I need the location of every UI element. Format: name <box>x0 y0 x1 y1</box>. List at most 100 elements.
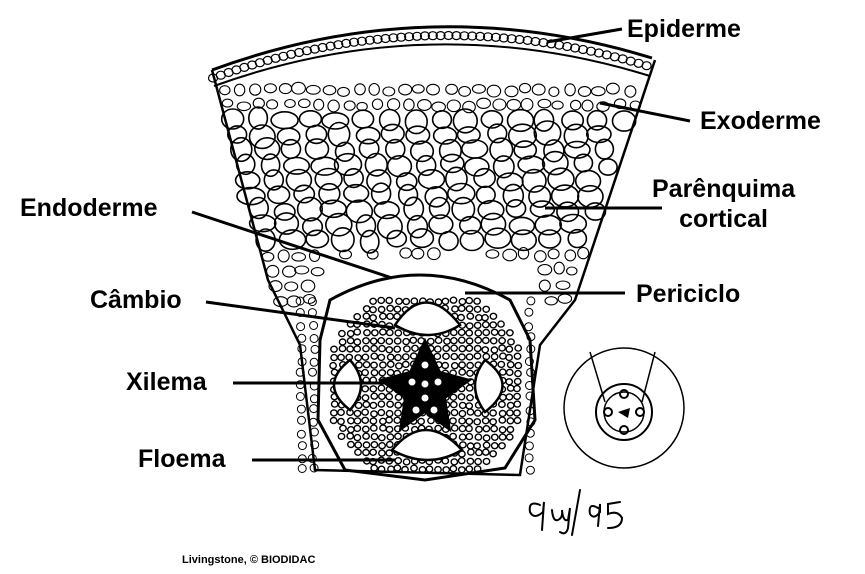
tissue-cell <box>337 353 345 362</box>
tissue-cell <box>318 182 341 205</box>
tissue-cell <box>369 314 377 322</box>
tissue-cell <box>300 279 316 293</box>
tissue-cell <box>254 137 281 161</box>
tissue-cell <box>537 229 562 249</box>
handwritten-signature <box>528 489 624 536</box>
phloem-bundles <box>332 301 504 462</box>
tissue-cell <box>295 296 305 306</box>
tissue-cell <box>341 38 352 49</box>
tissue-cell <box>561 110 585 131</box>
tissue-cell <box>564 83 576 97</box>
tissue-cell <box>498 337 506 345</box>
tissue-cell <box>280 138 302 160</box>
tissue-cell <box>426 337 435 346</box>
tissue-cell <box>353 409 362 418</box>
tissue-cell <box>385 328 394 337</box>
tissue-cell <box>441 297 450 305</box>
tissue-cell <box>270 53 281 63</box>
tissue-cell <box>403 196 425 221</box>
tissue-cell <box>404 32 415 42</box>
tissue-cell <box>394 432 402 440</box>
tissue-cell <box>474 448 483 457</box>
tissue-cell <box>369 448 377 456</box>
tissue-cell <box>513 392 521 401</box>
tissue-cell <box>379 424 387 432</box>
tissue-cell <box>466 448 475 456</box>
stele <box>316 273 537 482</box>
tissue-cell <box>465 337 474 345</box>
tissue-cell <box>458 417 466 425</box>
tissue-cell <box>309 321 319 330</box>
tissue-cell <box>398 83 413 96</box>
tissue-cell <box>521 168 547 193</box>
tissue-cell <box>513 384 521 393</box>
tissue-cell <box>329 361 337 370</box>
tissue-cell <box>507 338 515 346</box>
tissue-cell <box>308 367 317 377</box>
tissue-cell <box>481 448 490 456</box>
tissue-cell <box>337 86 350 97</box>
tissue-cell <box>380 33 391 44</box>
tissue-cell <box>428 196 451 220</box>
tissue-cell <box>397 183 419 207</box>
tissue-cell <box>368 82 380 96</box>
tissue-cell <box>439 153 465 174</box>
tissue-cell <box>585 46 597 56</box>
tissue-cell <box>457 304 466 313</box>
tissue-cell <box>547 167 575 191</box>
tissue-cell <box>394 401 403 409</box>
tissue-cell <box>337 432 346 441</box>
tissue-cell <box>457 457 466 465</box>
tissue-cell <box>294 265 310 275</box>
tissue-cell <box>260 153 281 178</box>
tissue-cell <box>310 156 340 176</box>
tissue-cell <box>517 246 530 260</box>
tissue-cell <box>354 448 362 456</box>
tissue-cell <box>417 169 446 190</box>
tissue-cell <box>395 172 418 192</box>
tissue-cell <box>449 465 458 473</box>
tissue-cell <box>353 417 362 425</box>
tissue-cell <box>465 465 474 473</box>
tissue-cell <box>505 393 514 401</box>
tissue-cell <box>513 409 521 417</box>
tissue-cell <box>296 322 306 332</box>
tissue-cell <box>364 152 388 177</box>
tissue-cell <box>505 345 514 353</box>
tissue-cell <box>230 136 253 163</box>
tissue-cell <box>330 227 355 253</box>
tissue-cell <box>498 33 509 43</box>
tissue-cell <box>466 369 474 377</box>
tissue-cell <box>346 440 355 449</box>
tissue-cell <box>295 308 305 317</box>
image-credit: Livingstone, © BIODIDAC <box>182 554 316 566</box>
tissue-cell <box>506 34 517 44</box>
tissue-cell <box>458 441 467 449</box>
tissue-cell <box>330 353 338 362</box>
tissue-cell <box>498 426 507 434</box>
leader-cambio <box>205 300 396 330</box>
tissue-cell <box>577 44 589 55</box>
tissue-cell <box>513 416 522 425</box>
tissue-cell <box>498 344 506 352</box>
tissue-cell <box>481 321 490 329</box>
tissue-cell <box>548 86 560 98</box>
tissue-cell <box>497 329 506 337</box>
tissue-cell <box>482 305 491 313</box>
tissue-cell <box>473 418 482 426</box>
tissue-cell <box>465 402 474 410</box>
tissue-cell <box>465 432 474 441</box>
tissue-cell <box>227 125 248 144</box>
tissue-cell <box>370 329 379 337</box>
tissue-cell <box>482 434 491 442</box>
tissue-cell <box>531 83 546 96</box>
xylem-vessel <box>420 360 430 370</box>
tissue-cell <box>484 227 512 249</box>
tissue-cell <box>309 357 319 367</box>
cortex-parenchyma <box>219 81 642 475</box>
tissue-cell <box>547 248 560 260</box>
tissue-cell <box>284 281 299 292</box>
tissue-cell <box>459 229 485 252</box>
tissue-cell <box>353 328 362 336</box>
tissue-cell <box>370 344 378 353</box>
